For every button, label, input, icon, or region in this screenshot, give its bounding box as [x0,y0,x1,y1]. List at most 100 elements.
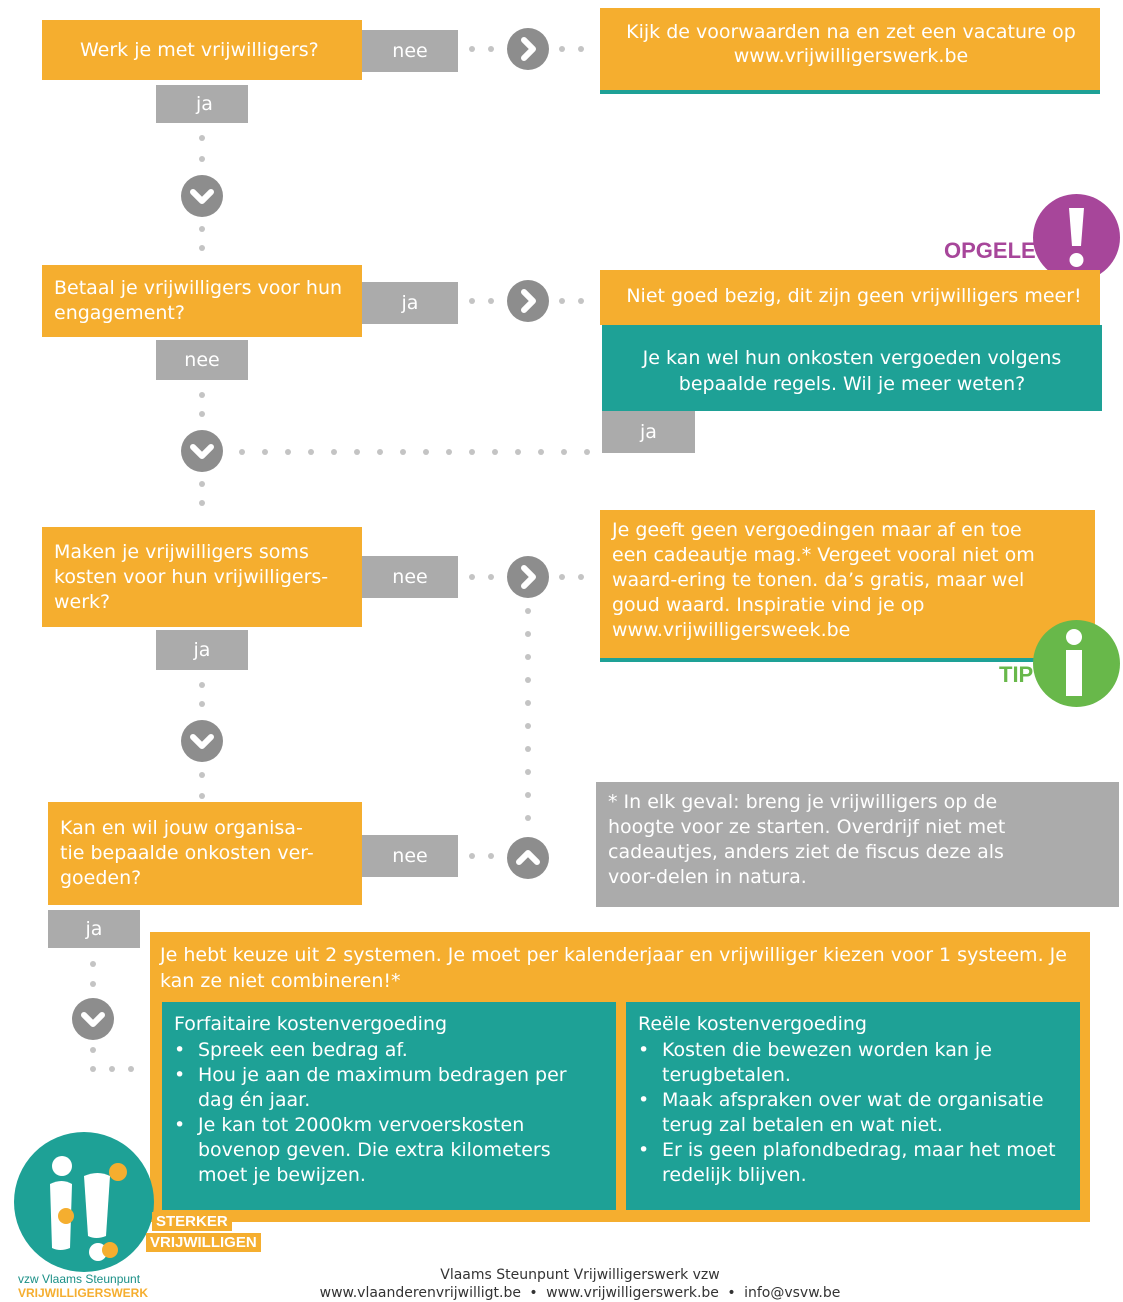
systems-box: Je hebt keuze uit 2 systemen. Je moet pe… [150,932,1090,1222]
connector-dot [469,46,475,52]
chevron-down-icon [181,430,223,472]
list-item: Kosten die bewezen worden kan je terugbe… [626,1038,1072,1088]
footnote-box: * In elk geval: breng je vrijwilligers o… [596,782,1119,907]
logo-org-line-2: VRIJWILLIGERSWERK [18,1286,149,1300]
connector-dot [525,631,531,637]
logo-badge-line-2: VRIJWILLIGEN [146,1233,261,1252]
system-forfaitair-list: Spreek een bedrag af. Hou je aan de maxi… [162,1038,602,1188]
footer-links: www.vlaanderenvrijwilligt.be • www.vrijw… [260,1284,900,1302]
followup-text: Je kan wel hun onkosten vergoeden volgen… [642,347,1062,395]
question-1-text: Werk je met vrijwilligers? [80,38,319,61]
chevron-right-icon [507,28,549,70]
chevron-right-icon [507,556,549,598]
connector-dot [199,245,205,251]
connector-dot [525,746,531,752]
connector-dot [584,449,590,455]
connector-dot [90,961,96,967]
info-icon [1033,620,1120,707]
result-no-volunteers-box: Niet goed bezig, dit zijn geen vrijwilli… [600,270,1100,325]
system-forfaitair-title: Forfaitaire kostenvergoeding [174,1013,448,1035]
connector-dot [199,682,205,688]
question-2-no-label: nee [156,340,248,380]
connector-dot [488,46,494,52]
connector-dot [559,298,565,304]
result-vacature-box: Kijk de voorwaarden na en zet een vacatu… [600,8,1100,94]
connector-dot [331,449,337,455]
logo-badge-line-1: STERKER [152,1212,232,1231]
connector-dot [199,156,205,162]
chevron-down-icon [72,998,114,1040]
connector-dot [525,677,531,683]
warning-label: OPGELET [944,238,1050,263]
footer-link-vlaanderenvrijwilligt[interactable]: www.vlaanderenvrijwilligt.be [319,1285,521,1301]
system-reeel-list: Kosten die bewezen worden kan je terugbe… [626,1038,1072,1188]
connector-dot [377,449,383,455]
footnote-text: * In elk geval: breng je vrijwilligers o… [608,791,1006,888]
connector-dot [559,46,565,52]
question-3-no-label: nee [362,556,458,598]
followup-yes-label: ja [602,411,695,453]
connector-dot [400,449,406,455]
connector-dot [199,481,205,487]
connector-dot [488,298,494,304]
connector-dot [525,723,531,729]
question-3-yes-label: ja [156,630,248,670]
connector-dot [199,392,205,398]
chevron-down-icon [181,175,223,217]
exclamation-icon [1033,194,1120,281]
question-3-box: Maken je vrijwilligers soms kosten voor … [42,527,362,627]
result-vacature-text: Kijk de voorwaarden na en zet een vacatu… [626,21,1076,67]
connector-dot [109,1066,115,1072]
result-no-volunteers-text: Niet goed bezig, dit zijn geen vrijwilli… [626,285,1082,307]
connector-dot [354,449,360,455]
question-4-box: Kan en wil jouw organisa-tie bepaalde on… [48,802,362,905]
connector-dot [525,654,531,660]
connector-dot [525,608,531,614]
connector-dot [578,574,584,580]
connector-dot [199,135,205,141]
question-1-yes-label: ja [156,85,248,123]
chevron-right-icon [507,280,549,322]
connector-dot [515,449,521,455]
connector-dot [492,449,498,455]
list-item: Maak afspraken over wat de organisatie t… [626,1088,1072,1138]
connector-dot [469,853,475,859]
connector-dot [90,1066,96,1072]
question-1-no-label: nee [362,30,458,72]
systems-intro: Je hebt keuze uit 2 systemen. Je moet pe… [160,944,1067,992]
system-reeel-panel: Reële kostenvergoeding Kosten die beweze… [626,1002,1080,1210]
logo-org-line-1: vzw Vlaams Steunpunt [18,1272,141,1286]
question-4-text: Kan en wil jouw organisa-tie bepaalde on… [60,817,314,889]
result-cadeautje-text: Je geeft geen vergoedingen maar af en to… [612,519,1035,641]
connector-dot [488,853,494,859]
connector-dot [199,772,205,778]
connector-dot [199,793,205,799]
connector-dot [525,815,531,821]
connector-dot [525,700,531,706]
footer-org-name: Vlaams Steunpunt Vrijwilligerswerk vzw [440,1267,720,1283]
tip-label: TIP [999,662,1034,687]
list-item: Spreek een bedrag af. [162,1038,602,1063]
chevron-up-icon [507,837,549,879]
system-forfaitair-panel: Forfaitaire kostenvergoeding Spreek een … [162,1002,616,1210]
connector-dot [199,226,205,232]
footer-link-vrijwilligerswerk[interactable]: www.vrijwilligerswerk.be [546,1285,719,1301]
connector-dot [561,449,567,455]
chevron-down-icon [181,720,223,762]
list-item: Er is geen plafondbedrag, maar het moet … [626,1138,1072,1188]
connector-dot [469,298,475,304]
question-2-box: Betaal je vrijwilligers voor hun engagem… [42,265,362,337]
footer-link-email[interactable]: info@vsvw.be [744,1285,841,1301]
followup-box: Je kan wel hun onkosten vergoeden volgen… [602,325,1102,411]
connector-dot [525,769,531,775]
connector-dot [199,411,205,417]
question-3-text: Maken je vrijwilligers soms kosten voor … [54,540,329,613]
question-1-box: Werk je met vrijwilligers? [42,20,362,80]
question-2-text: Betaal je vrijwilligers voor hun engagem… [54,277,343,324]
system-reeel-title: Reële kostenvergoeding [638,1013,867,1035]
vsvw-logo [14,1132,154,1272]
footer-separator: • [529,1285,538,1301]
connector-dot [469,449,475,455]
connector-dot [199,500,205,506]
footer-separator: • [727,1285,736,1301]
